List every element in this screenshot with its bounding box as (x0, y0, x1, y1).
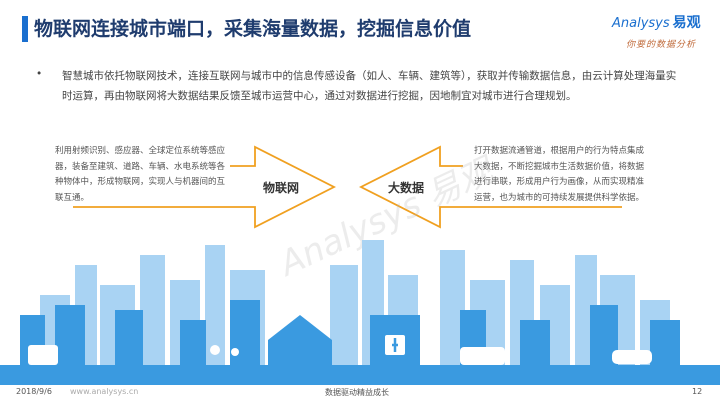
logo-cn: 易观 (672, 15, 701, 31)
taxi-icon (612, 350, 652, 364)
footer-site: www.analysys.cn (70, 387, 139, 396)
logo-slogan: 你要的数据分析 (626, 40, 697, 50)
iot-description: 利用射频识别、感应器、全球定位系统等感应器，装备至建筑、道路、车辆、水电系统等各… (55, 146, 226, 203)
logo-en: Analysys (612, 16, 670, 31)
bigdata-description: 打开数据流通管道，根据用户的行为特点集成大数据，不断挖掘城市生活数据价值，将数据… (474, 146, 645, 203)
bus-icon (460, 347, 505, 365)
footer-date: 2018/9/6 (16, 387, 52, 396)
title-accent-bar (22, 16, 28, 42)
page-number: 12 (692, 387, 703, 396)
intro-paragraph: 智慧城市依托物联网技术，连接互联网与城市中的信息传感设备（如人、车辆、建筑等），… (62, 70, 677, 102)
page-title: 物联网连接城市端口，采集海量数据，挖掘信息价值 (34, 18, 472, 40)
iot-label: 物联网 (263, 181, 300, 195)
bigdata-arrow (359, 145, 622, 229)
tram-icon (28, 345, 58, 365)
person-icon (210, 345, 220, 355)
footer-slogan: 数据驱动精益成长 (325, 388, 389, 397)
city-skyline-illustration (0, 240, 720, 385)
ground (0, 365, 720, 385)
iot-arrow (73, 145, 336, 229)
bullet-marker: • (36, 68, 43, 80)
bigdata-label: 大数据 (388, 181, 425, 195)
